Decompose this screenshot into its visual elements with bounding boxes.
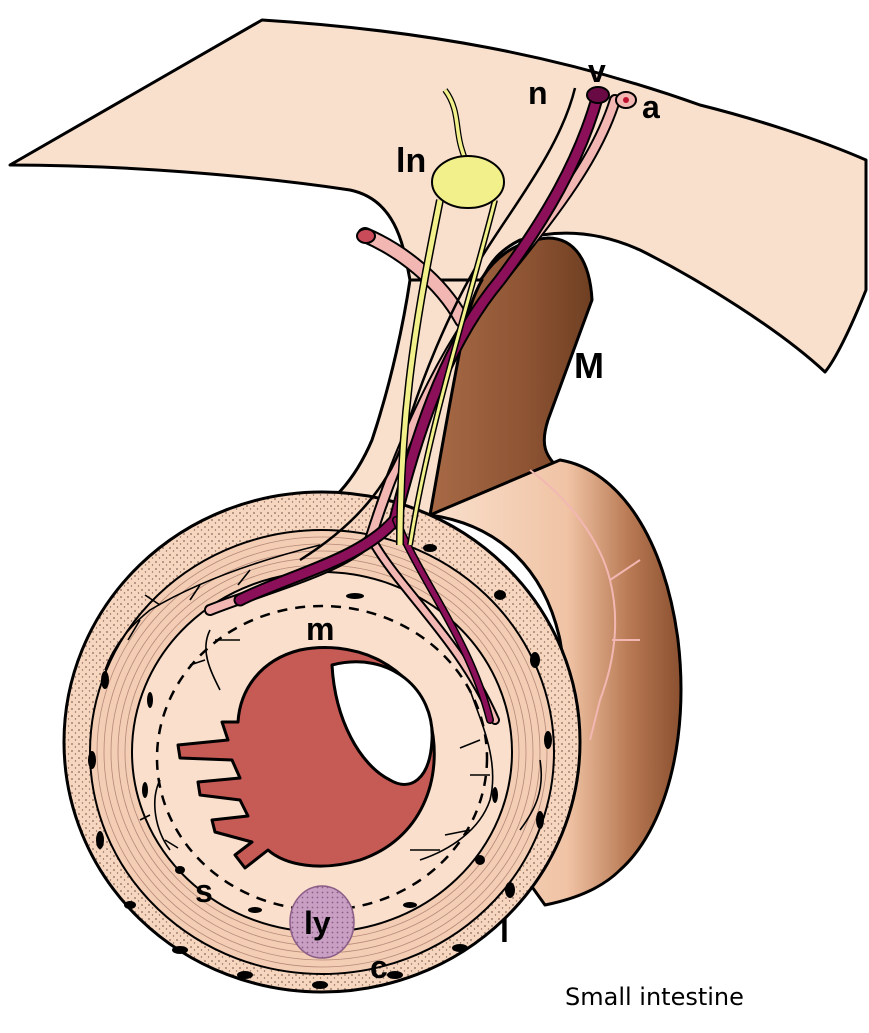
lymph-nodule: [289, 885, 355, 959]
label-n: n: [528, 75, 548, 111]
lymph-vessel: [396, 88, 498, 546]
label-l: l: [500, 913, 509, 949]
artery-lumen-a: [623, 97, 629, 103]
artery-cut-end-left: [356, 228, 376, 244]
label-ly: ly: [304, 905, 331, 941]
nerve: [299, 87, 577, 562]
lumen-opening: [330, 660, 434, 786]
label-c: c: [370, 949, 388, 985]
label-a: a: [642, 89, 660, 125]
intestine-tube-body: [428, 458, 683, 907]
outer-plexus-dashes: [88, 544, 552, 989]
side-vessel-branch: [529, 469, 641, 741]
muscularis-mucosae-line: [155, 604, 489, 912]
vein-cut-end-v: [586, 86, 610, 104]
label-m: m: [306, 611, 334, 647]
label-v: v: [588, 53, 606, 89]
nerve-plexus-branches: [104, 544, 543, 861]
label-s: s: [195, 873, 213, 909]
label-M: M: [574, 345, 604, 386]
vein-vessels: [233, 88, 605, 724]
lymph-node: [431, 155, 505, 209]
label-ln: ln: [396, 142, 426, 180]
caption: Small intestine: [565, 983, 744, 1011]
